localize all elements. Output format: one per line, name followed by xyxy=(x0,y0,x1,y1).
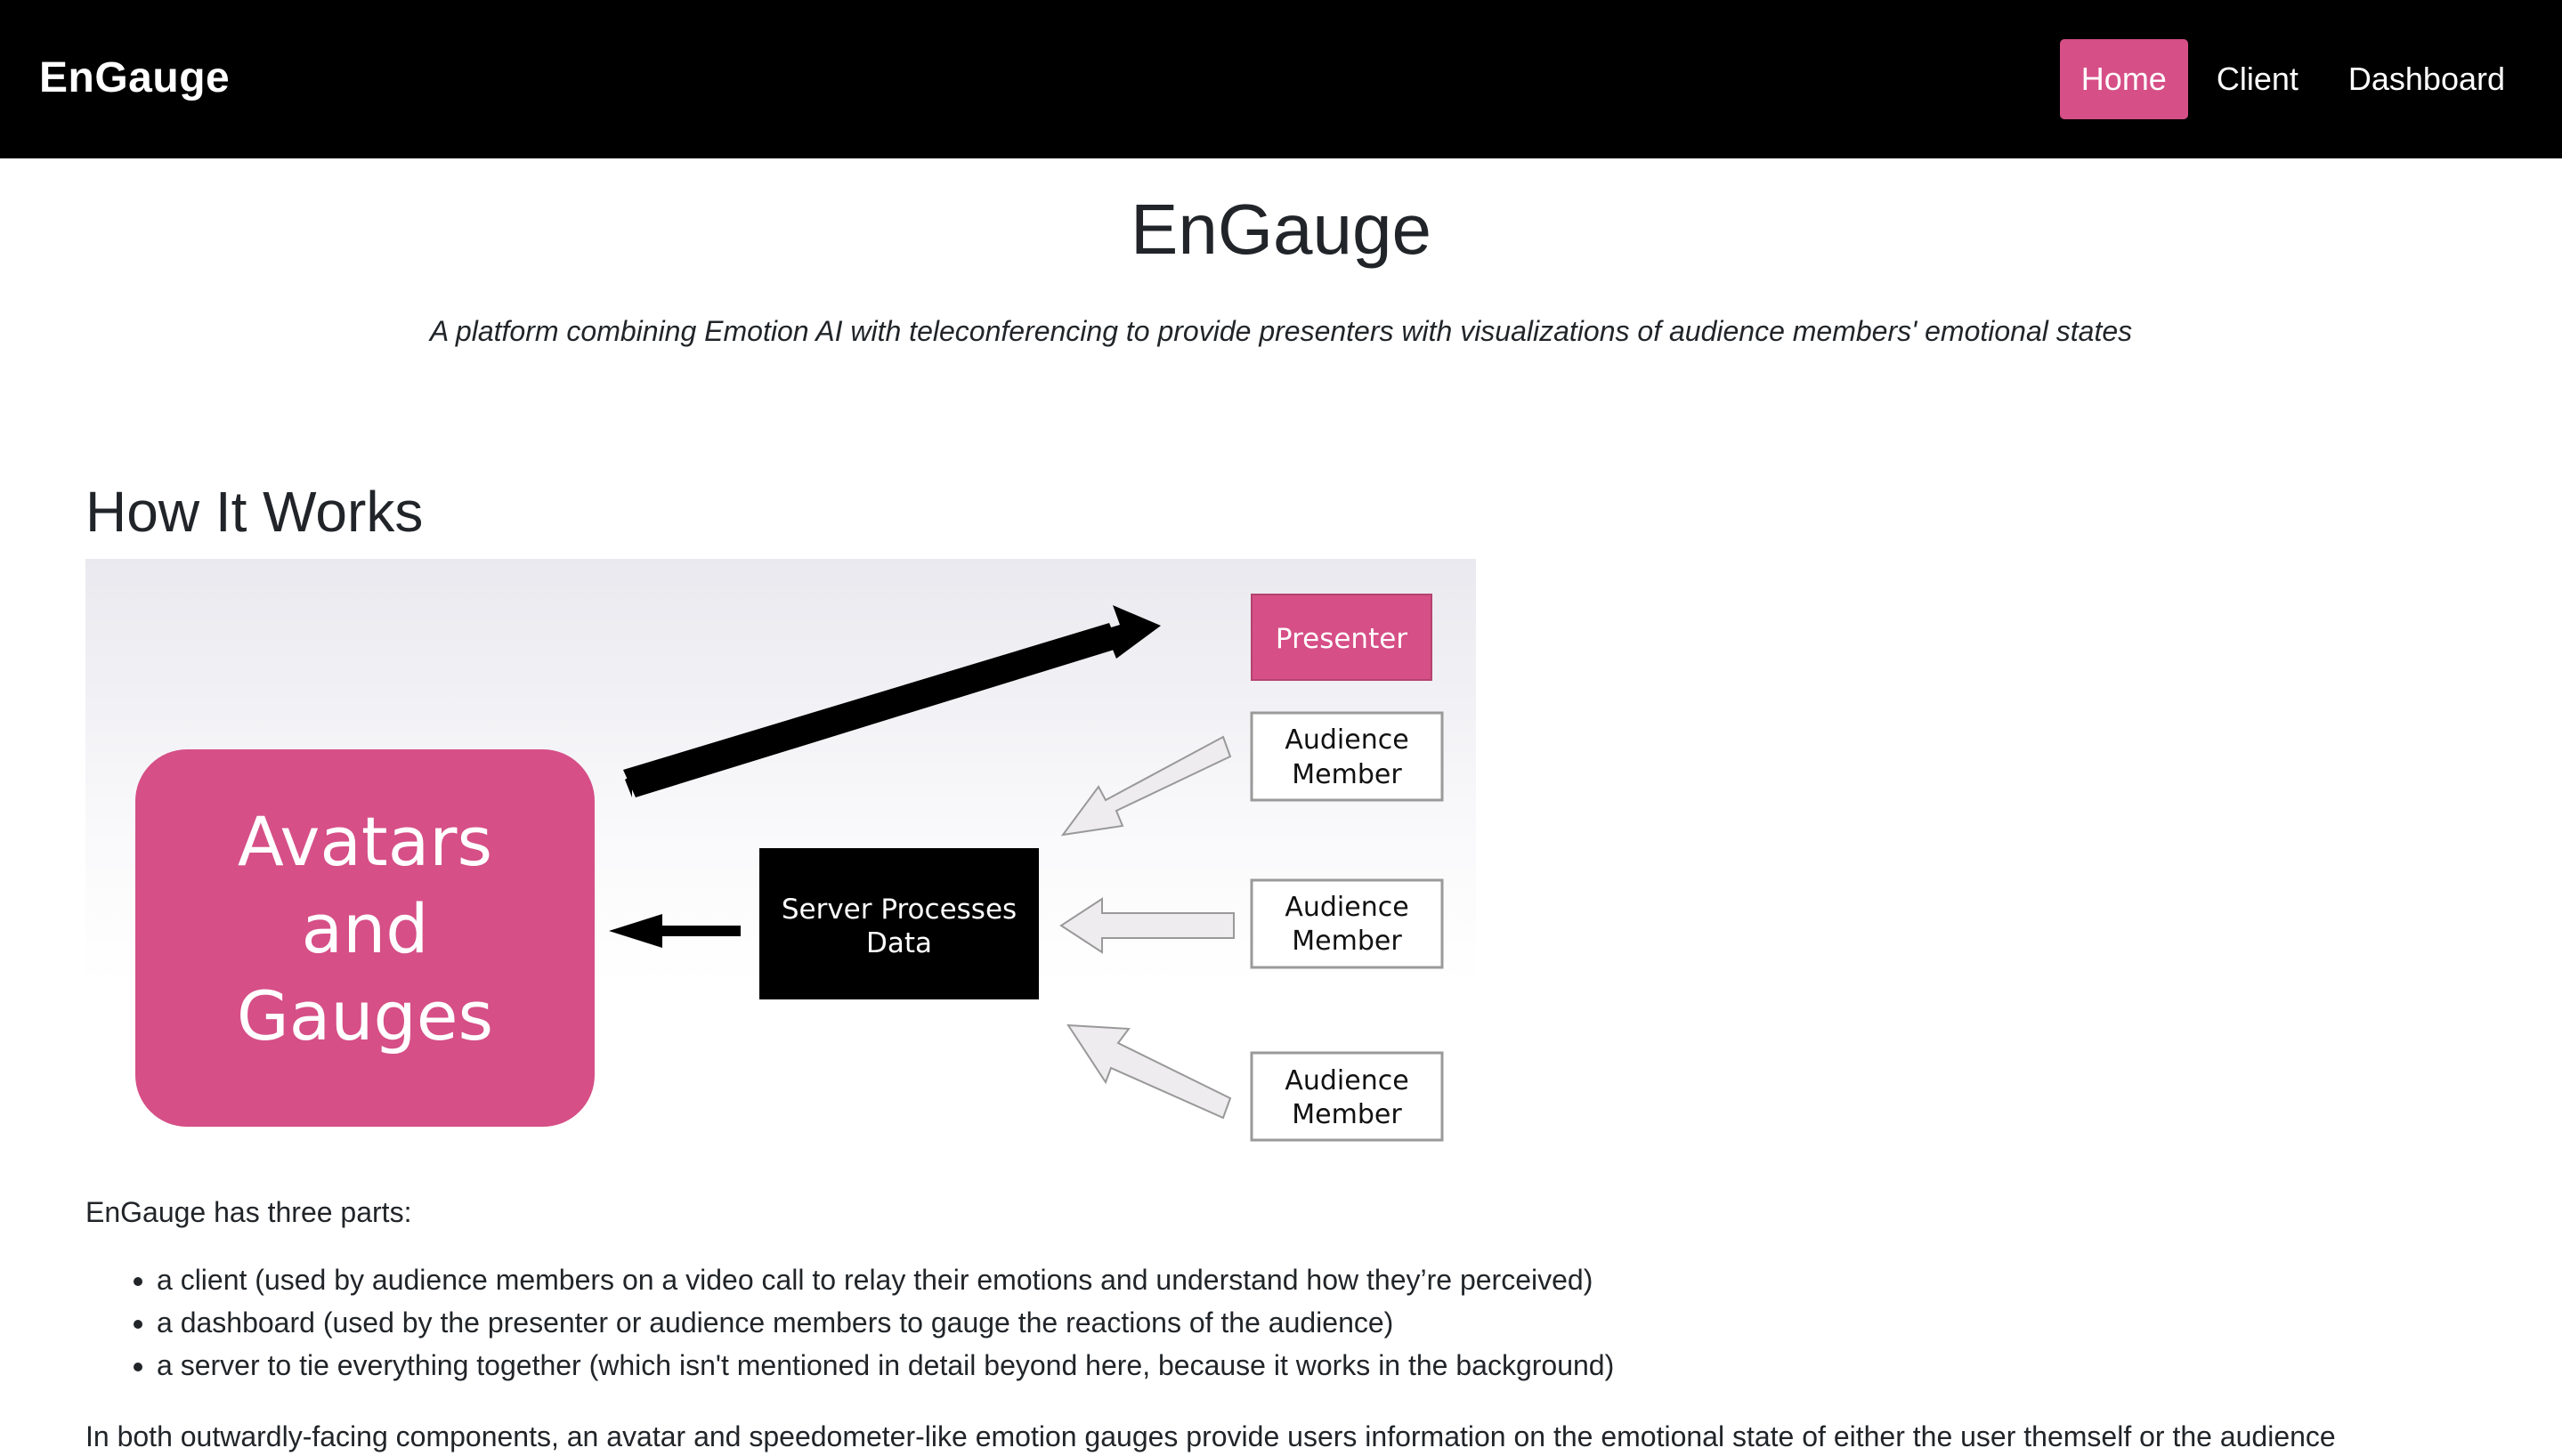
navbar: EnGauge Home Client Dashboard xyxy=(0,0,2562,158)
audience-member-1-line-1: Audience xyxy=(1285,724,1408,756)
list-item: a dashboard (used by the presenter or au… xyxy=(157,1301,1614,1344)
audience-member-2-line-2: Member xyxy=(1292,926,1402,957)
audience-member-box-1 xyxy=(1250,711,1444,802)
audience-member-box-2 xyxy=(1250,878,1444,969)
audience-member-box-3 xyxy=(1250,1051,1444,1142)
audience-member-2-line-1: Audience xyxy=(1285,892,1408,923)
nav-dashboard-link[interactable]: Dashboard xyxy=(2347,61,2505,97)
list-item: a server to tie everything together (whi… xyxy=(157,1344,1614,1387)
presenter-box xyxy=(1251,594,1432,681)
audience-2-arrow xyxy=(1059,897,1235,954)
components-paragraph: In both outwardly-facing components, an … xyxy=(85,1420,2336,1452)
list-item: a client (used by audience members on a … xyxy=(157,1258,1614,1301)
server-to-avatars-arrow xyxy=(609,914,741,948)
parts-list: a client (used by audience members on a … xyxy=(85,1258,1614,1387)
audience-member-1-line-2: Member xyxy=(1292,759,1402,790)
server-box xyxy=(759,848,1039,999)
nav-client-link[interactable]: Client xyxy=(2216,61,2299,97)
brand-logo[interactable]: EnGauge xyxy=(39,54,231,101)
audience-1-arrow xyxy=(1060,735,1232,837)
audience-3-arrow xyxy=(1066,1023,1232,1120)
page-subtitle: A platform combining Emotion AI with tel… xyxy=(429,315,2133,347)
server-box-line-2: Data xyxy=(866,927,932,959)
audience-member-3-line-2: Member xyxy=(1292,1099,1402,1130)
nav-links: Home Client Dashboard xyxy=(2053,39,2526,119)
presenter-label: Presenter xyxy=(1276,623,1407,655)
server-box-line-1: Server Processes xyxy=(782,894,1017,926)
parts-intro: EnGauge has three parts: xyxy=(85,1196,412,1228)
avatars-gauges-line-2: and xyxy=(302,889,429,968)
how-it-works-heading: How It Works xyxy=(85,480,424,544)
avatars-gauges-line-3: Gauges xyxy=(237,976,493,1056)
avatars-gauges-line-1: Avatars xyxy=(238,802,492,881)
page-title: EnGauge xyxy=(1130,190,1432,269)
audience-member-3-line-1: Audience xyxy=(1285,1065,1408,1096)
how-it-works-diagram: Avatars and Gauges Server Processes Data… xyxy=(85,559,1476,1150)
nav-home-link[interactable]: Home xyxy=(2059,39,2188,119)
avatars-gauges-box xyxy=(135,749,595,1127)
